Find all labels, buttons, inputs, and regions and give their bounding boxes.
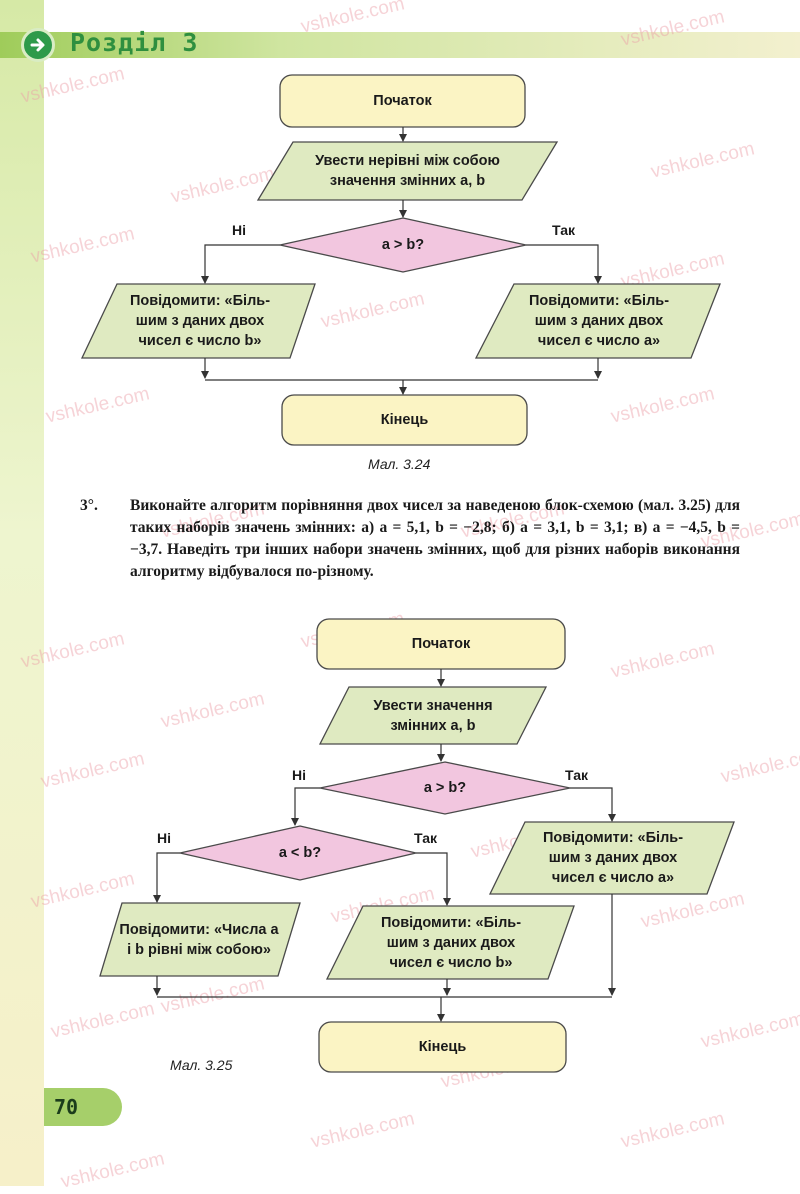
fig324-condition-diamond <box>279 217 527 273</box>
fig325-middle-output-line1: Повідомити: «Біль- <box>380 914 522 931</box>
fig325-yes-label-1: Так <box>565 767 588 783</box>
fig325-right-output-line2: шим з даних двох <box>548 850 678 866</box>
fig325-right-output-line3: чисел є число a» <box>551 870 675 886</box>
fig325-condition2-diamond <box>179 825 417 881</box>
fig325-input-line1: Увести значення <box>373 697 493 714</box>
fig325-yes-label-2: Так <box>414 830 437 846</box>
fig325-condition2-label: a < b? <box>278 845 322 861</box>
fig324-left-output-line3: чисел є число b» <box>138 333 262 349</box>
fig325-end-label: Кінець <box>418 1039 467 1055</box>
fig325-right-output-line1: Повідомити: «Біль- <box>542 830 684 846</box>
fig324-end-label: Кінець <box>380 412 429 428</box>
fig325-middle-output <box>325 905 575 980</box>
header-band <box>0 32 800 58</box>
fig324-left-output <box>80 283 316 359</box>
fig325-caption: Мал. 3.25 <box>170 1057 233 1073</box>
fig324-input-line1: Увести нерівні між собою <box>315 153 500 169</box>
fig325-input-parallelogram <box>318 686 548 745</box>
fig325-middle-output-line3: чисел є число b» <box>389 954 513 971</box>
page-number-tab: 70 <box>44 1088 122 1126</box>
chapter-title: Розділ 3 <box>70 28 199 57</box>
fig324-right-output <box>474 283 721 359</box>
fig324-right-output-line3: чисел є число a» <box>537 333 661 349</box>
fig324-right-output-label: Повідомити: «Біль- шим з даних двох чисе… <box>492 284 706 358</box>
page-number: 70 <box>54 1095 79 1119</box>
fig324-start-label: Початок <box>373 93 432 109</box>
fig324-condition-label: a > b? <box>381 237 425 253</box>
task-number: 3°. <box>80 497 98 514</box>
fig325-left-output-line2: і b рівні між собою» <box>127 941 271 958</box>
task-block: 3°. Виконайте алгоритм порівняння двох ч… <box>80 495 740 583</box>
fig324-caption: Мал. 3.24 <box>368 456 431 472</box>
fig325-no-label-2: Ні <box>157 830 171 846</box>
fig325-left-output-line1: Повідомити: «Числа a <box>119 921 279 938</box>
arrow-right-icon <box>21 28 55 62</box>
fig325-right-output <box>488 821 735 895</box>
fig324-yes-label: Так <box>552 222 575 238</box>
fig325-end-terminal <box>318 1021 567 1073</box>
fig324-right-output-line1: Повідомити: «Біль- <box>528 293 670 309</box>
fig324-input-parallelogram <box>256 141 559 201</box>
fig325-input-label: Увести значення змінних a, b <box>335 687 531 744</box>
fig325-middle-output-line2: шим з даних двох <box>386 934 516 951</box>
fig325-right-output-label: Повідомити: «Біль- шим з даних двох чисе… <box>505 822 721 894</box>
fig325-left-output <box>99 902 301 977</box>
fig325-condition1-diamond <box>319 761 571 815</box>
fig325-input-line2: змінних a, b <box>390 717 476 734</box>
fig325-start-label: Початок <box>411 636 471 652</box>
fig325-left-output-label: Повідомити: «Числа a і b рівні між собою… <box>108 903 290 976</box>
side-color-band <box>0 0 44 1186</box>
fig324-left-output-label: Повідомити: «Біль- шим з даних двох чисе… <box>95 284 305 358</box>
fig324-input-line2: значення змінних a, b <box>329 173 486 189</box>
fig324-no-label: Ні <box>232 222 246 238</box>
fig324-left-output-line2: шим з даних двох <box>135 313 265 329</box>
fig324-end-terminal <box>281 394 528 446</box>
fig324-left-output-line1: Повідомити: «Біль- <box>129 293 271 309</box>
task-text: Виконайте алгоритм порівняння двох чисел… <box>130 497 740 580</box>
fig325-no-label-1: Ні <box>292 767 306 783</box>
fig324-input-label: Увести нерівні між собою значення змінни… <box>265 142 550 200</box>
fig324-right-output-line2: шим з даних двох <box>534 313 664 329</box>
fig325-condition1-label: a > b? <box>423 780 467 796</box>
fig325-middle-output-label: Повідомити: «Біль- шим з даних двох чисе… <box>345 906 557 979</box>
